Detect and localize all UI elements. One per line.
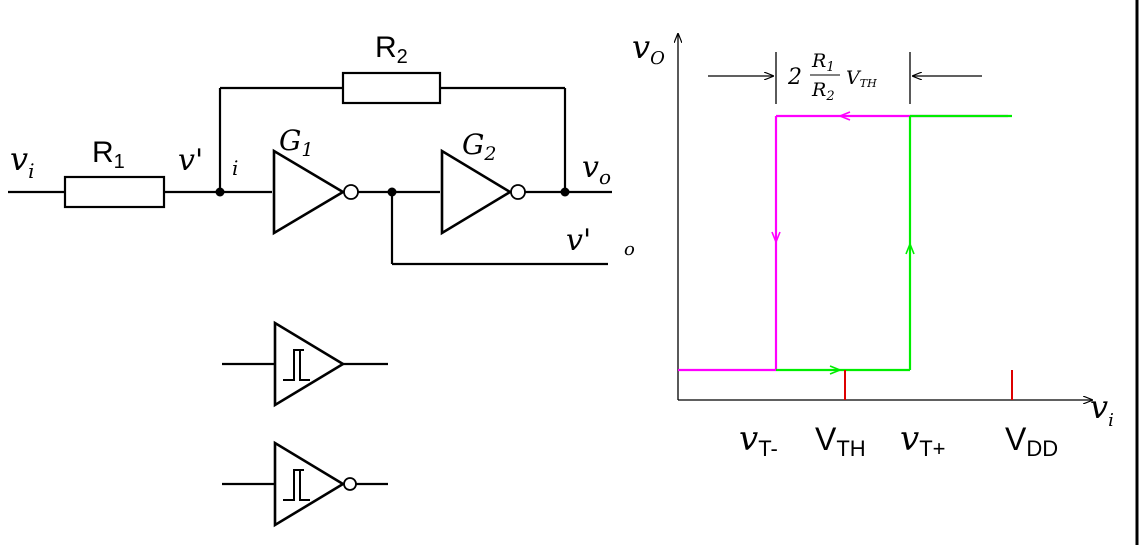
schmitt-trigger-buffer-symbol [222, 320, 388, 408]
x-axis-label: vi [1090, 388, 1114, 431]
label-g1: G1 [279, 124, 313, 161]
gate-g1 [272, 148, 346, 236]
hysteresis-width-formula: 2 R1 R2 VTH [787, 50, 877, 104]
y-axis-label: vO [632, 28, 665, 69]
circuit: vi R1 v' i R2 G1 G2 vo v' o [8, 31, 635, 266]
tick-label-vt-minus: vT- [739, 419, 778, 461]
tick-label-vdd: VDD [1005, 421, 1058, 461]
label-output: vo [582, 150, 611, 189]
svg-text:R1: R1 [811, 50, 835, 75]
g2-inverter-bubble [510, 184, 526, 200]
g1-inverter-bubble [343, 184, 359, 200]
svg-text:R2: R2 [811, 79, 835, 104]
label-r2: R2 [375, 31, 408, 68]
svg-text:2: 2 [787, 65, 802, 90]
gate-g2 [440, 148, 513, 236]
label-output-v-prime: v' [566, 223, 591, 258]
resistor-r2 [341, 71, 442, 105]
schmitt-trigger-inverter-symbol [222, 440, 388, 528]
junction-node [215, 187, 225, 197]
rising-transition-path [776, 114, 1012, 375]
falling-transition-path [678, 111, 1008, 372]
label-node-v-prime: v' [178, 143, 203, 178]
label-output-v-prime-sub: o [624, 239, 635, 260]
tick-label-vt-plus: vT+ [900, 419, 946, 461]
transfer-characteristic-graph: vO vi 2 R1 R2 VTH [632, 28, 1114, 461]
junction-node [560, 187, 570, 197]
label-node-current: i [232, 156, 238, 180]
svg-text:VTH: VTH [846, 67, 877, 90]
resistor-r1 [63, 175, 166, 209]
tick-label-vth: VTH [815, 421, 866, 461]
label-r1: R1 [92, 136, 125, 173]
label-g2: G2 [462, 128, 496, 165]
junction-node [387, 187, 397, 197]
hysteresis-icon [283, 469, 310, 501]
label-input: vi [10, 140, 34, 183]
hysteresis-icon [283, 349, 310, 381]
